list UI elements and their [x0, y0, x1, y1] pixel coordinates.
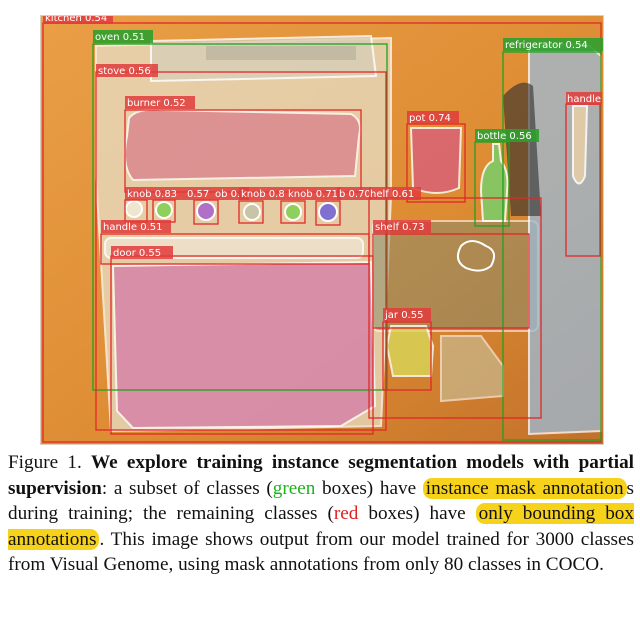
caption-text-2: boxes) have: [315, 477, 423, 499]
segmentation-figure: kitchen 0.54 oven 0.51 stove 0.56 burner…: [40, 15, 604, 445]
box-oven: [92, 43, 388, 391]
label-kitchen: kitchen 0.54: [45, 16, 107, 24]
burner-mask: [124, 108, 361, 182]
label-knob-5: knob 0.71: [288, 189, 338, 200]
label-knob-2: 0.57: [187, 189, 209, 200]
box-jar: [382, 321, 432, 391]
label-fridge-handle: handle: [567, 94, 601, 105]
box-shelf-2: [372, 233, 530, 329]
box-knob-6: [315, 200, 341, 226]
label-door: door 0.55: [113, 248, 161, 259]
label-knob-4: knob 0.8: [241, 189, 285, 200]
box-knob-5: [280, 200, 306, 224]
label-stove: stove 0.56: [98, 66, 151, 77]
caption-green-word: green: [272, 477, 316, 499]
box-stove: [95, 71, 387, 431]
box-handle: [100, 233, 370, 265]
caption-red-word: red: [333, 503, 359, 524]
figure-image: kitchen 0.54 oven 0.51 stove 0.56 burner…: [41, 16, 603, 444]
label-knob-3: ob 0.7: [215, 189, 247, 200]
control-panel: [206, 46, 356, 60]
caption-highlight-1b: n: [613, 477, 624, 499]
box-refrigerator: [502, 51, 602, 441]
box-shelf-1: [368, 197, 542, 419]
figure-caption: Figure 1. We explore training instance s…: [8, 450, 634, 578]
label-refrigerator: refrigerator 0.54: [505, 40, 588, 51]
box-door: [110, 255, 374, 435]
label-pot: pot 0.74: [409, 113, 451, 124]
label-knob-1: knob 0.83: [127, 189, 177, 200]
bounding-boxes: [42, 22, 602, 443]
label-jar: jar 0.55: [384, 310, 423, 321]
label-bottle: bottle 0.56: [477, 131, 532, 142]
shelf-item-outline: [456, 240, 496, 272]
knob-masks: [125, 200, 338, 222]
caption-highlight-mask-annotations: instance mask annotation: [422, 477, 627, 499]
label-shelf-2: shelf 0.73: [375, 222, 424, 233]
door-mask: [111, 260, 377, 430]
utensils: [503, 82, 541, 217]
pot-mask: [409, 127, 463, 194]
caption-bold-sentence: We explore training instance segmentatio…: [8, 452, 634, 499]
box-knob-4: [238, 200, 264, 224]
caption-figure-number: Figure 1.: [8, 452, 82, 473]
jar-mask: [385, 325, 435, 377]
caption-text-1: : a subset of classes (: [101, 477, 273, 499]
label-oven: oven 0.51: [95, 32, 145, 43]
label-shelf-1: helf 0.61: [370, 189, 414, 200]
caption-text-3: s during training; the remaining classes…: [8, 477, 634, 525]
caption-text-4: boxes) have: [358, 503, 476, 524]
label-tags: kitchen 0.54 oven 0.51 stove 0.56 burner…: [43, 16, 603, 321]
caption-highlight-1a: instance mask annotatio: [425, 477, 614, 499]
label-handle: handle 0.51: [103, 222, 163, 233]
fridge-handle-mask: [572, 105, 589, 185]
label-knob-6: b 0.70: [339, 189, 371, 200]
caption-text-5: . This image shows output from our model…: [8, 528, 634, 576]
label-burner: burner 0.52: [127, 98, 186, 109]
